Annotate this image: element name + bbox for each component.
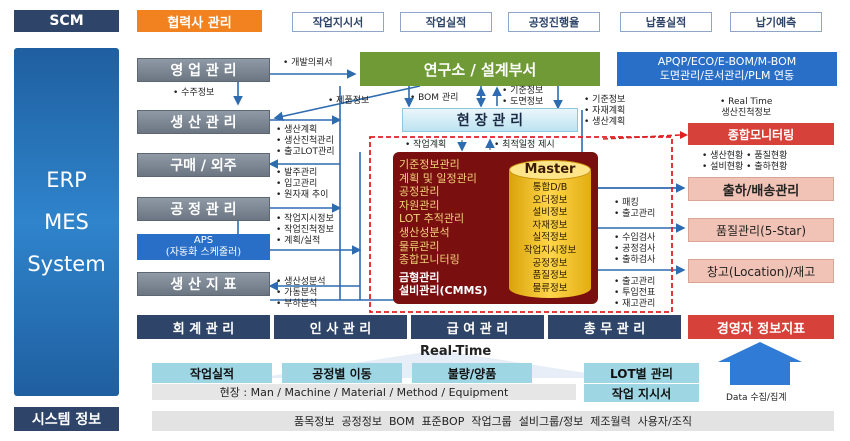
erp-label: ERP <box>46 168 87 192</box>
standard-material-production-plan-label: • 기준정보• 자재계획• 생산계획 <box>584 95 626 127</box>
warehouse-inventory-button[interactable]: 창고(Location)/재고 <box>688 259 834 283</box>
master-item: 자재정보 <box>532 219 568 231</box>
master-title: Master <box>524 162 576 177</box>
purchase-flow-label: • 발주관리• 입고관리• 원자재 추이 <box>276 168 329 200</box>
bom-management-label: • BOM 관리 <box>410 93 459 103</box>
apqp-line-1: APQP/ECO/E-BOM/M-BOM <box>657 55 797 68</box>
realtime-title: Real-Time <box>420 344 492 359</box>
rt-process-move-button[interactable]: 공정별 이동 <box>282 363 402 383</box>
master-db-cylinder: Master 통합D/B 오더정보 설비정보 자재정보 실적정보 작업지시정보 … <box>509 160 591 298</box>
master-item: 오더정보 <box>532 194 568 206</box>
warehouse-flow-label: • 출고관리• 투입전표• 재고관리 <box>614 277 656 309</box>
mes-label: MES <box>44 210 89 234</box>
general-affairs-button[interactable]: 총 무 관 리 <box>548 315 681 339</box>
shipping-flow-label: • 패킹• 출고관리 <box>614 198 656 219</box>
optimal-schedule-label: • 최적일정 제시 <box>494 140 555 150</box>
shipping-delivery-button[interactable]: 출하/배송관리 <box>688 177 834 201</box>
order-info-label: • 수주정보 <box>173 88 215 98</box>
dev-request-label: • 개발의뢰서 <box>283 58 333 68</box>
research-design-dept-button[interactable]: 연구소 / 설계부서 <box>360 52 600 86</box>
research-to-prod-arrow <box>273 85 421 121</box>
aps-title: APS <box>193 235 214 246</box>
scm-label: SCM <box>14 10 119 32</box>
system-info-label: 시스템 정보 <box>14 407 119 431</box>
core-item-mold[interactable]: 금형관리 <box>399 270 440 284</box>
hr-button[interactable]: 인 사 관 리 <box>274 315 407 339</box>
payroll-button[interactable]: 급 여 관 리 <box>411 315 544 339</box>
tab-delivery-forecast[interactable]: 납기예측 <box>730 12 822 32</box>
partner-management-button[interactable]: 협력사 관리 <box>137 10 262 32</box>
master-item: 작업지시정보 <box>523 244 577 256</box>
rt-lot-management-button[interactable]: LOT별 관리 <box>584 363 699 383</box>
production-plan-flow-label: • 생산계획• 생산진척관리• 출고LOT관리 <box>276 125 335 157</box>
rt-work-result-button[interactable]: 작업실적 <box>152 363 272 383</box>
core-mes-panel: 기준정보관리 계획 및 일정관리 공정관리 자원관리 LOT 추적관리 생산성분… <box>393 152 598 304</box>
core-item[interactable]: 기준정보관리 <box>399 158 460 171</box>
master-item: 물류정보 <box>532 282 568 294</box>
master-item: 실적정보 <box>532 232 568 244</box>
integrated-monitoring-button[interactable]: 종합모니터링 <box>688 123 834 145</box>
master-item-list: 통합D/B 오더정보 설비정보 자재정보 실적정보 작업지시정보 공정정보 품질… <box>509 182 591 295</box>
tab-process-progress[interactable]: 공정진행율 <box>508 12 600 32</box>
process-management-button[interactable]: 공 정 관 리 <box>137 197 270 221</box>
data-collect-label: Data 수집/집계 <box>726 393 787 403</box>
core-item-equipment[interactable]: 설비관리(CMMS) <box>399 284 488 298</box>
master-item: 설비정보 <box>532 207 568 219</box>
core-item[interactable]: 생산성분석 <box>399 225 450 239</box>
core-function-list: 기준정보관리 계획 및 일정관리 공정관리 자원관리 LOT 추적관리 생산성분… <box>399 158 487 298</box>
purchase-outsourcing-button[interactable]: 구매 / 외주 <box>137 153 270 177</box>
sales-management-button[interactable]: 영 업 관 리 <box>137 58 270 82</box>
master-item: 품질정보 <box>532 270 568 282</box>
core-item[interactable]: 종합모니터링 <box>399 253 460 267</box>
quality-management-button[interactable]: 품질관리(5-Star) <box>688 218 834 242</box>
production-index-button[interactable]: 생 산 지 표 <box>137 272 270 296</box>
field-management-button[interactable]: 현 장 관 리 <box>402 108 578 132</box>
system-label: System <box>27 252 106 276</box>
tab-work-result[interactable]: 작업실적 <box>400 12 492 32</box>
rt-work-order-button[interactable]: 작업 지시서 <box>584 384 699 402</box>
core-item[interactable]: LOT 추적관리 <box>399 212 465 226</box>
core-item[interactable]: 물류관리 <box>399 239 440 253</box>
core-item[interactable]: 공정관리 <box>399 185 440 199</box>
tab-work-order[interactable]: 작업지시서 <box>292 12 384 32</box>
apqp-plm-button[interactable]: APQP/ECO/E-BOM/M-BOM 도면관리/문서관리/PLM 연동 <box>617 52 837 86</box>
core-item[interactable]: 자원관리 <box>399 198 440 212</box>
aps-subtitle: (자동화 스케줄러) <box>165 247 242 258</box>
master-item: 공정정보 <box>532 257 568 269</box>
erp-mes-system-panel: ERP MES System <box>14 48 119 396</box>
apqp-line-2: 도면관리/문서관리/PLM 연동 <box>659 69 795 82</box>
production-management-button[interactable]: 생 산 관 리 <box>137 110 270 134</box>
core-item[interactable]: 계획 및 일정관리 <box>399 171 477 185</box>
core-dashed-border <box>369 136 673 313</box>
standard-drawing-info-label: • 기준정보• 도면정보 <box>502 86 544 107</box>
aps-scheduler-button[interactable]: APS (자동화 스케줄러) <box>137 234 270 260</box>
index-flow-label: • 생산성분석• 가동분석• 부하분석 <box>276 277 326 309</box>
accounting-button[interactable]: 회 계 관 리 <box>137 315 270 339</box>
work-plan-label: • 작업계획 <box>405 140 447 150</box>
process-flow-label: • 작업지시정보• 작업진척정보• 계획/실적 <box>276 214 334 246</box>
rt-defect-good-button[interactable]: 불량/양품 <box>412 363 532 383</box>
product-info-label: • 제품정보 <box>328 96 370 106</box>
executive-index-button[interactable]: 경영자 정보지표 <box>688 315 834 339</box>
master-item: 통합D/B <box>532 182 568 193</box>
system-info-items: 품목정보 공정정보 BOM 표준BOP 작업그룹 설비그룹/정보 제조월력 사용… <box>152 411 834 431</box>
tab-delivery-result[interactable]: 납품실적 <box>620 12 712 32</box>
data-collect-arrow <box>718 342 802 385</box>
field-4m-line: 현장 : Man / Machine / Material / Method /… <box>152 384 576 400</box>
quality-flow-label: • 수입검사• 공정검사• 출하검사 <box>614 233 656 265</box>
monitoring-status-label: • 생산현황 • 품질현황• 설비현황 • 출하현황 <box>702 151 788 172</box>
